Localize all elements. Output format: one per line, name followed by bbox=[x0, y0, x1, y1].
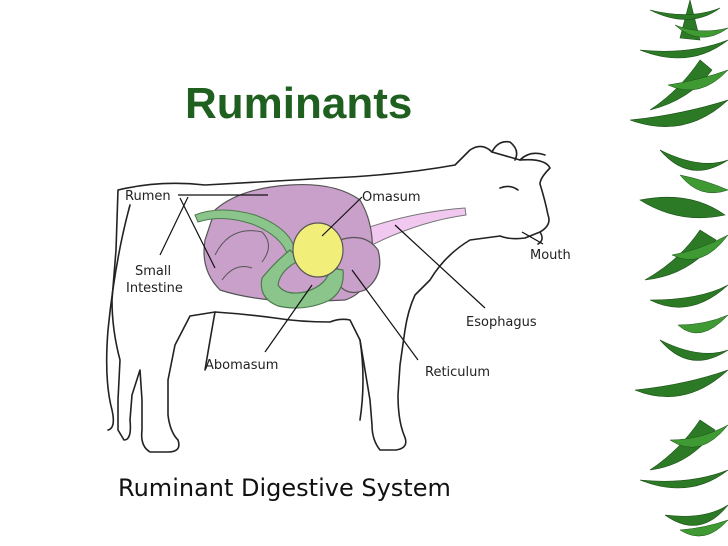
rumen-fold-lower bbox=[221, 266, 253, 281]
label-omasum: Omasum bbox=[362, 190, 421, 205]
cow-outline bbox=[105, 140, 551, 453]
label-small-intestine-line2: Intestine bbox=[126, 281, 183, 296]
slide-title: Ruminants bbox=[185, 79, 413, 128]
rumen-fold bbox=[214, 230, 269, 263]
esophagus-organ bbox=[344, 207, 467, 251]
bamboo-leaves-decoration bbox=[629, 0, 728, 546]
leader-lines bbox=[159, 194, 544, 361]
label-small-intestine-line1: Small bbox=[135, 264, 171, 279]
omasum-organ bbox=[292, 222, 344, 278]
label-abomasum: Abomasum bbox=[205, 358, 278, 373]
label-esophagus: Esophagus bbox=[466, 315, 537, 330]
label-rumen: Rumen bbox=[125, 189, 171, 204]
label-reticulum: Reticulum bbox=[425, 365, 490, 380]
label-mouth: Mouth bbox=[530, 248, 571, 263]
abomasum-organ bbox=[260, 249, 344, 309]
reticulum-organ bbox=[335, 237, 381, 293]
diagram-caption: Ruminant Digestive System bbox=[118, 474, 451, 502]
